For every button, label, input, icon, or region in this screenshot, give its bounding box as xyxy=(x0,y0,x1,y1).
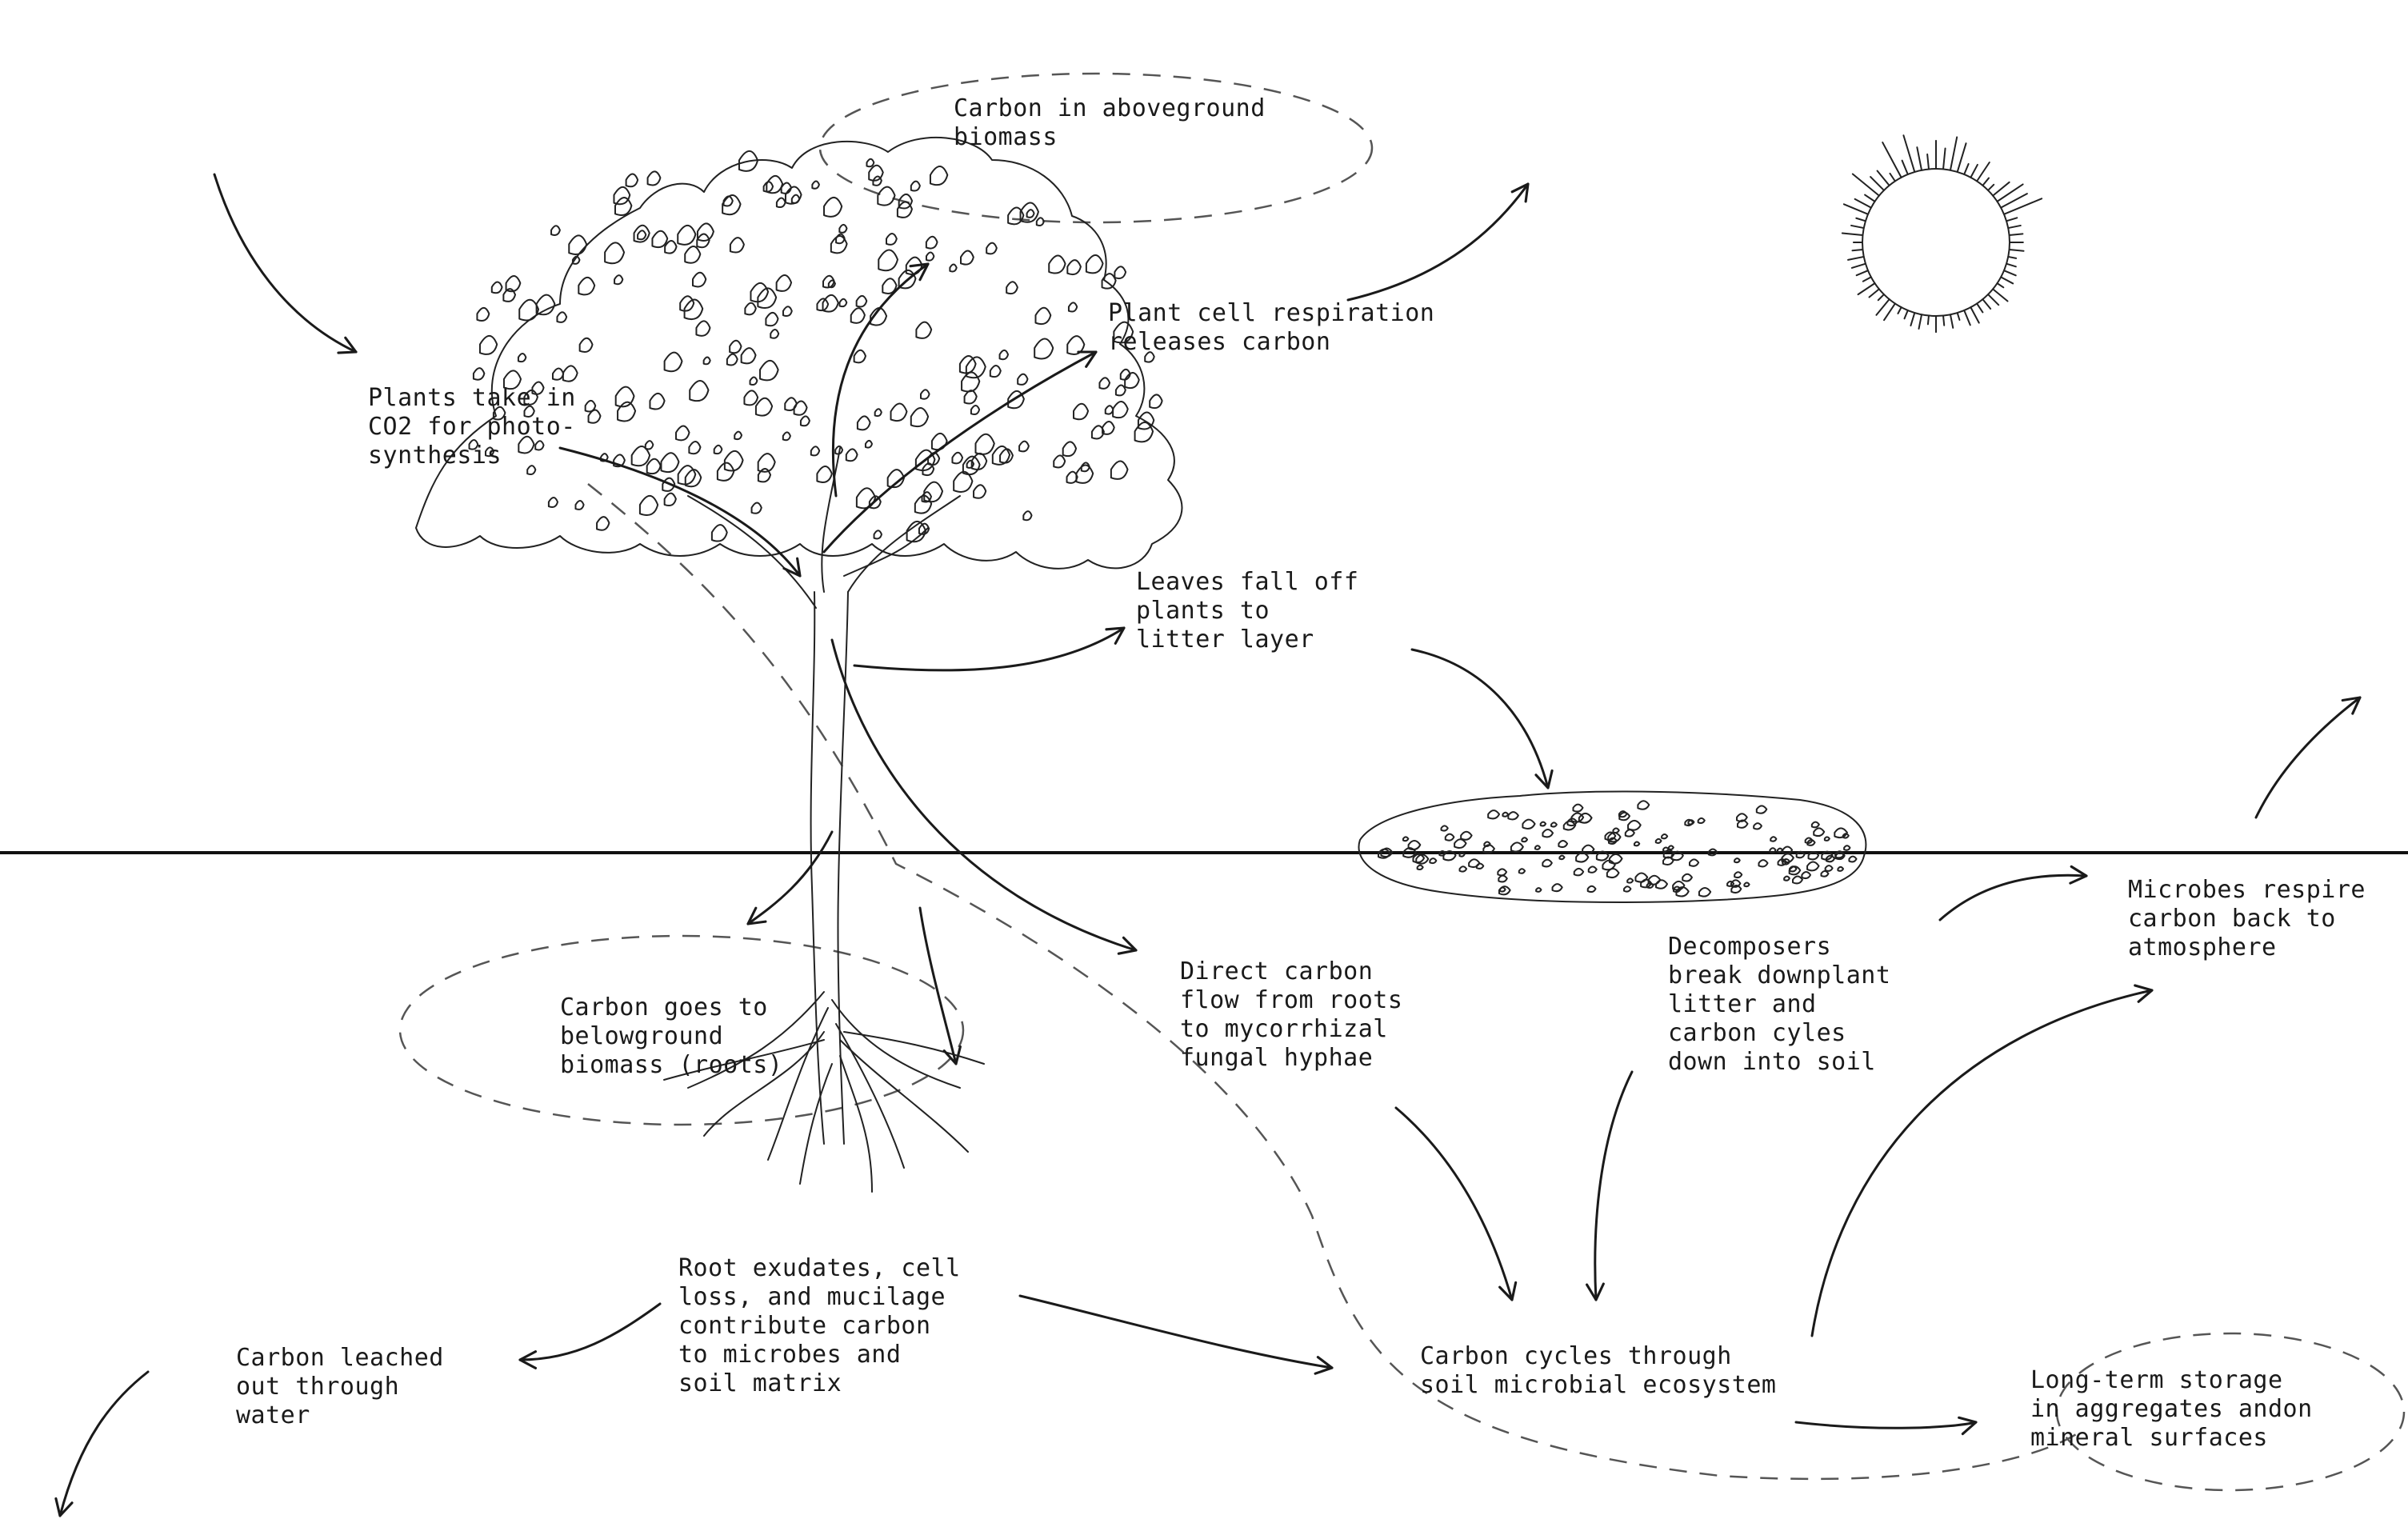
label-mycorrhizal-flow: Direct carbon flow from roots to mycorrh… xyxy=(1180,957,1403,1072)
label-belowground-biomass: Carbon goes to belowground biomass (root… xyxy=(560,993,783,1079)
label-plant-respiration: Plant cell respiration releases carbon xyxy=(1108,299,1435,356)
label-photosynthesis: Plants take in CO2 for photo- synthesis xyxy=(368,384,576,470)
label-leaves-fall: Leaves fall off plants to litter layer xyxy=(1136,568,1359,654)
label-root-exudates: Root exudates, cell loss, and mucilage c… xyxy=(678,1254,961,1397)
label-long-term-storage: Long-term storage in aggregates andon mi… xyxy=(2030,1366,2313,1452)
aboveground-ellipse xyxy=(818,72,1374,224)
long-term-ellipse xyxy=(2055,1332,2406,1492)
leaf-litter-icon xyxy=(1358,790,1867,903)
label-soil-cycle: Carbon cycles through soil microbial eco… xyxy=(1420,1342,1777,1399)
label-aboveground-biomass: Carbon in aboveground biomass xyxy=(954,94,1266,151)
sun-icon xyxy=(1841,134,2043,334)
tree-icon xyxy=(415,136,1183,1193)
flow-arrows xyxy=(54,173,2362,1517)
label-decomposers: Decomposers break downplant litter and c… xyxy=(1668,933,1891,1076)
dashed-carbon-path xyxy=(587,483,2081,1481)
belowground-ellipse xyxy=(398,934,965,1126)
label-microbes-respire: Microbes respire carbon back to atmosphe… xyxy=(2128,876,2366,961)
label-carbon-leached: Carbon leached out through water xyxy=(236,1344,444,1429)
